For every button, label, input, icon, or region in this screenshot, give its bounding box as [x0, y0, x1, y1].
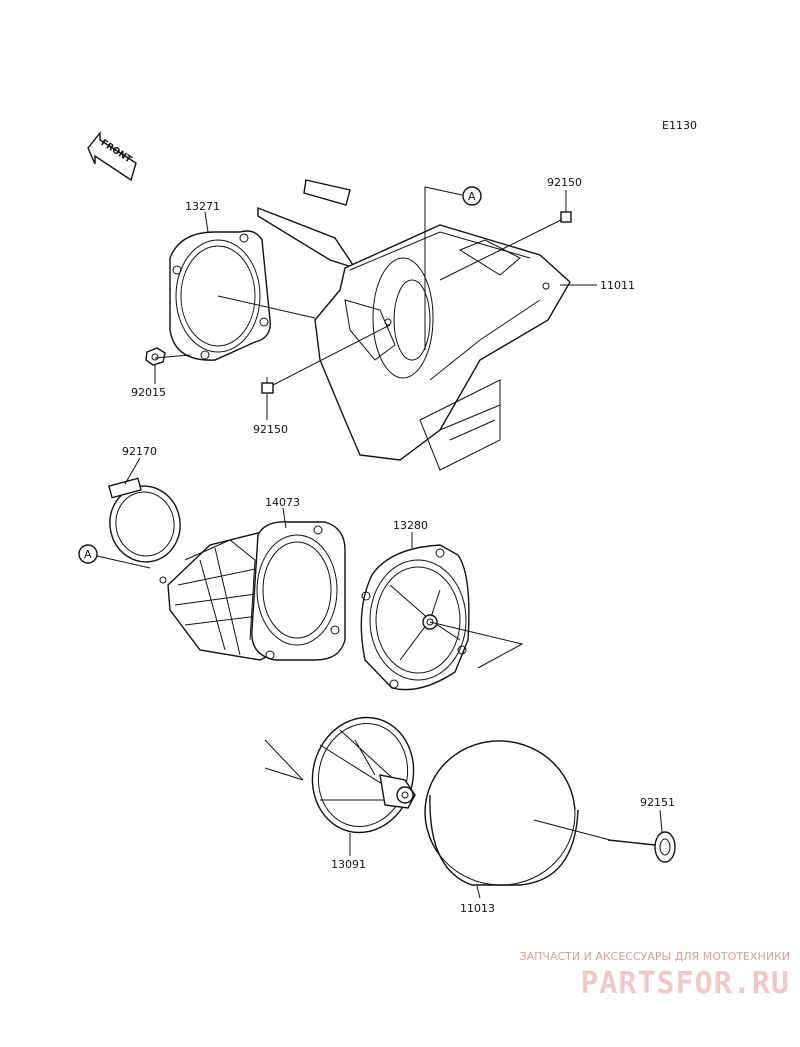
part-label-92015: 92015	[131, 386, 166, 399]
part-label-92150-upper: 92150	[547, 176, 582, 189]
part-label-92150-lower: 92150	[253, 423, 288, 436]
air-filter-element-11013	[424, 740, 579, 886]
gasket-13271	[169, 230, 271, 361]
nut-92015	[145, 347, 166, 366]
part-label-92151: 92151	[640, 796, 675, 809]
part-label-14073: 14073	[265, 496, 300, 509]
diagram-code: E1130	[662, 119, 697, 132]
plate-13280	[360, 544, 470, 691]
filter-holder-13091	[311, 716, 416, 834]
bolt-92150-lower	[261, 377, 274, 394]
callout-a-duct-label: A	[84, 548, 92, 561]
part-label-13091: 13091	[331, 858, 366, 871]
part-label-13280: 13280	[393, 519, 428, 532]
part-label-13271: 13271	[185, 200, 220, 213]
callout-a-case: A	[462, 186, 482, 206]
wing-bolt-92151	[607, 831, 676, 863]
duct-14073	[159, 521, 346, 661]
part-label-11011: 11011	[600, 279, 635, 292]
watermark-logo: PARTSFOR.RU	[580, 966, 790, 1001]
part-label-92170: 92170	[122, 445, 157, 458]
callout-a-duct: A	[78, 544, 98, 564]
watermark-tagline: ЗАПЧАСТИ И АКСЕССУАРЫ ДЛЯ МОТОТЕХНИКИ	[519, 950, 790, 963]
part-label-11013: 11013	[460, 902, 495, 915]
clamp-92170	[108, 477, 181, 563]
air-cleaner-case	[257, 179, 571, 471]
front-arrow-icon: FRONT	[87, 131, 137, 182]
callout-a-case-label: A	[468, 190, 476, 203]
leader-lines	[96, 186, 663, 899]
bolt-92150-upper	[560, 206, 572, 223]
